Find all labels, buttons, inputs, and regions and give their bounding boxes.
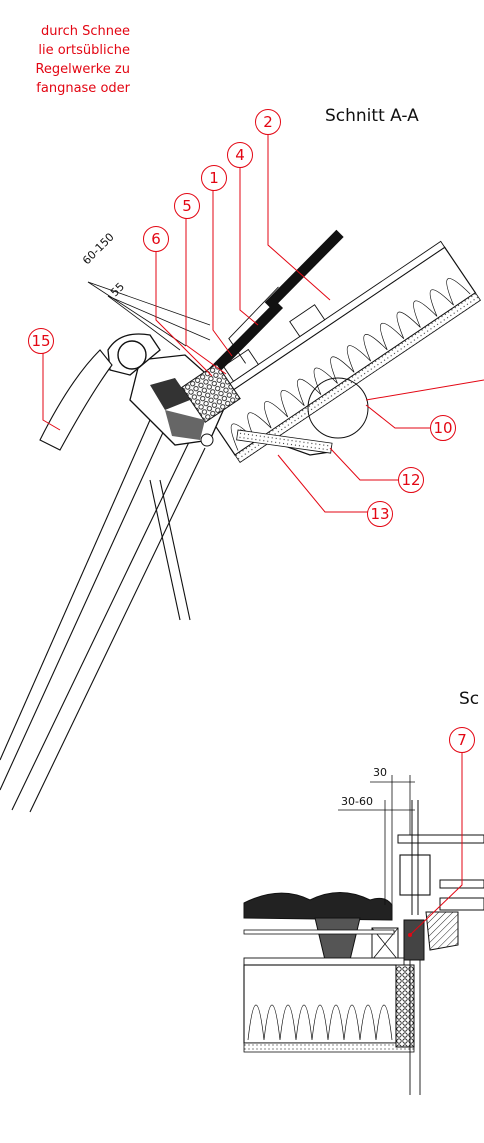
section-title-b-partial: Sc [459,689,480,709]
red-note: durch Schnee lie ortsübliche Regelwerke … [0,22,130,98]
callout-10: 10 [430,415,456,441]
callout-1: 1 [201,165,227,191]
note-line-2: lie ortsübliche [38,43,130,58]
sash-hinge-profile [117,340,147,370]
callout-15: 15 [28,328,54,354]
callout-7: 7 [449,727,475,753]
upper-section-assembly [0,133,484,813]
note-line-1: durch Schnee [41,24,130,39]
inner-plaster-layer [234,292,482,464]
dimension-30-60: 30-60 [341,795,373,808]
callout-5: 5 [174,193,200,219]
leader-line-7 [409,752,463,936]
roof-tile-row [243,892,393,921]
roof-tile [264,229,344,310]
callout-6: 6 [143,226,169,252]
callout-4: 4 [227,142,253,168]
callout-13: 13 [367,501,393,527]
reveal-plaster [236,429,333,454]
roof-tile [204,300,284,381]
dimension-30: 30 [373,766,387,779]
lower-insulation-wedge [395,964,415,1048]
detail-circle [307,377,369,439]
lower-section-assembly [243,752,484,1095]
dimension-lines-lower [338,775,415,905]
sealing-foam [314,917,361,961]
note-line-4: fangnase oder [36,81,130,96]
window-lining-lines [0,419,206,813]
lower-insulation-band [243,964,397,1044]
callout-12: 12 [398,467,424,493]
lower-plaster-layer [243,1042,415,1053]
dimension-lines-upper [87,281,211,351]
callout-2: 2 [255,109,281,135]
insulation-loops [230,278,471,451]
note-line-3: Regelwerke zu [35,62,130,77]
section-title-aa: Schnitt A-A [325,106,419,126]
window-sash [39,333,333,456]
leader-lines-upper [42,133,430,513]
insulation-wedge [181,363,241,423]
frame-wood-profile [425,911,459,951]
